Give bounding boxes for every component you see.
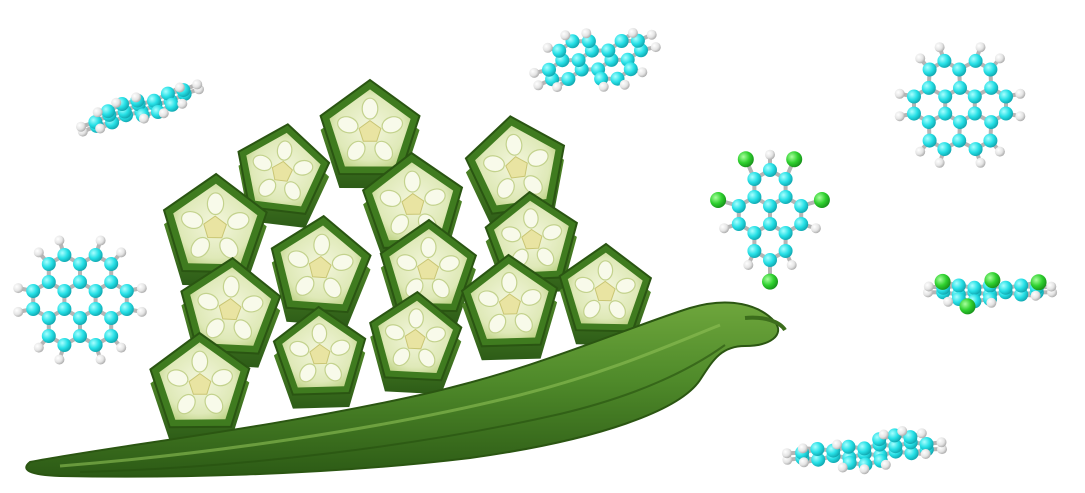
okra-slice <box>162 172 268 287</box>
okra-slice <box>319 78 421 189</box>
molecule-icon <box>529 27 661 93</box>
okra-slice <box>460 253 559 361</box>
okra-pod <box>25 301 787 478</box>
okra-slice <box>272 305 367 409</box>
okra-slice <box>149 331 251 442</box>
molecule-icon <box>710 149 830 290</box>
molecules-group <box>13 27 1058 475</box>
okra-slice <box>558 242 653 346</box>
okra-slice <box>464 115 566 228</box>
molecule-icon <box>894 42 1026 168</box>
okra-slice <box>270 214 372 327</box>
molecule-icon <box>781 426 947 475</box>
okra-slice <box>369 290 463 395</box>
molecule-icon <box>923 272 1058 315</box>
okra-slice <box>237 123 331 228</box>
molecule-icon <box>13 235 147 365</box>
molecule-icon <box>76 79 204 137</box>
okra-group <box>25 78 787 478</box>
